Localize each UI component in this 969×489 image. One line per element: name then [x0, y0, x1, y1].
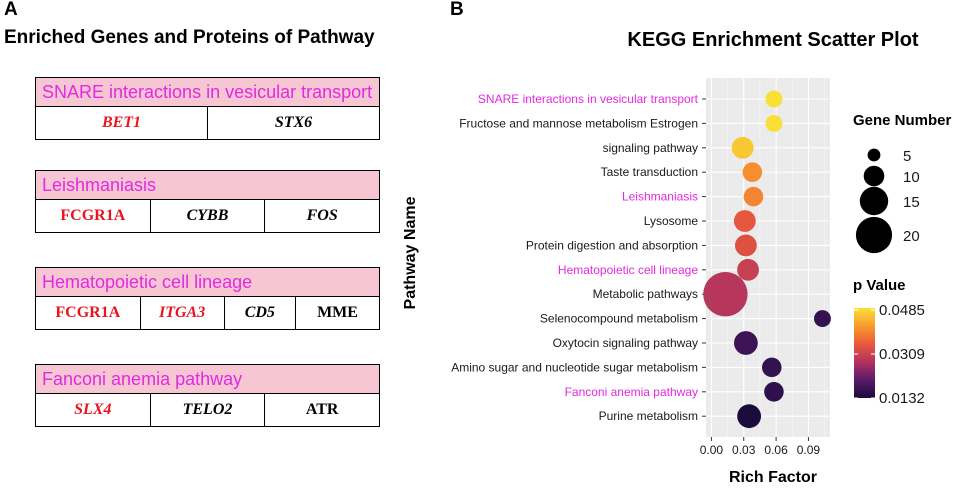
chart-title: KEGG Enrichment Scatter Plot	[627, 29, 919, 51]
size-legend-circle	[867, 148, 881, 162]
gene-cell: STX6	[207, 107, 379, 139]
y-tick-label: Leishmaniasis	[622, 190, 698, 204]
x-tick-label: 0.00	[700, 443, 724, 457]
data-point	[733, 210, 756, 232]
color-bar	[854, 308, 875, 398]
data-point	[734, 331, 758, 355]
y-tick-label: Oxytocin signaling pathway	[553, 336, 698, 350]
y-tick-label: SNARE interactions in vesicular transpor…	[478, 92, 699, 106]
gene-cell: ATR	[264, 394, 379, 426]
color-legend-label: 0.0132	[879, 390, 925, 407]
size-legend-circle	[863, 165, 885, 187]
gene-row: FCGR1A CYBB FOS	[35, 200, 380, 233]
y-tick-label: Protein digestion and absorption	[526, 238, 698, 252]
gene-cell: BET1	[101, 114, 142, 131]
y-tick-label: Metabolic pathways	[593, 287, 698, 301]
gene-row: SLX4 TELO2 ATR	[35, 394, 380, 427]
color-legend-title: p Value	[853, 277, 906, 294]
size-legend-circle	[859, 186, 889, 216]
data-point	[761, 357, 782, 378]
y-tick-label: signaling pathway	[603, 141, 698, 155]
gene-cell: CD5	[223, 297, 295, 329]
pathway-card: Hematopoietic cell lineage FCGR1A ITGA3 …	[35, 267, 380, 330]
pathway-name: SNARE interactions in vesicular transpor…	[35, 77, 380, 107]
x-tick-label: 0.03	[732, 443, 756, 457]
y-tick-label: Selenocompound metabolism	[540, 312, 698, 326]
data-point	[765, 90, 783, 108]
gene-row: BET1 STX6	[35, 107, 380, 140]
gene-cell: MME	[295, 297, 379, 329]
pathway-name: Fanconi anemia pathway	[35, 364, 380, 394]
panel-a-letter: A	[4, 0, 18, 20]
gene-cell: FOS	[264, 200, 379, 232]
size-legend-label: 15	[903, 194, 920, 211]
data-point	[703, 272, 748, 317]
pathway-card: Fanconi anemia pathway SLX4 TELO2 ATR	[35, 364, 380, 427]
pathway-name: Hematopoietic cell lineage	[35, 267, 380, 297]
color-legend-label: 0.0309	[879, 346, 925, 363]
x-tick-label: 0.09	[797, 443, 821, 457]
size-legend-title: Gene Number	[853, 112, 952, 129]
y-axis-label: Pathway Name	[402, 196, 419, 309]
gene-cell: ITGA3	[139, 297, 224, 329]
y-tick-label: Amino sugar and nucleotide sugar metabol…	[451, 360, 698, 374]
data-point	[764, 382, 784, 402]
gene-cell: FCGR1A	[60, 207, 126, 224]
data-point	[737, 404, 762, 429]
pathway-name: Leishmaniasis	[35, 170, 380, 200]
pathway-card: Leishmaniasis FCGR1A CYBB FOS	[35, 170, 380, 233]
y-tick-label: Hematopoietic cell lineage	[558, 263, 698, 277]
y-tick-label: Lysosome	[644, 214, 699, 228]
data-point	[765, 114, 783, 132]
data-point	[742, 162, 763, 182]
size-legend-circle	[855, 216, 893, 254]
y-tick-label: Fanconi anemia pathway	[565, 385, 698, 399]
plot-background	[706, 78, 830, 437]
y-tick-label: Fructose and mannose metabolism Estrogen	[459, 116, 698, 130]
x-tick-label: 0.06	[764, 443, 788, 457]
panel-b-letter: B	[450, 0, 464, 20]
y-tick-label: Purine metabolism	[599, 409, 698, 423]
gene-cell: TELO2	[149, 394, 265, 426]
data-point	[743, 186, 764, 207]
gene-cell: FCGR1A	[55, 304, 121, 321]
y-tick-label: Taste transduction	[601, 165, 698, 179]
gene-cell: SLX4	[74, 401, 112, 418]
size-legend-label: 20	[903, 228, 920, 245]
x-axis-label: Rich Factor	[729, 469, 817, 484]
size-legend-label: 10	[903, 169, 920, 186]
color-legend-label: 0.0485	[879, 302, 925, 319]
data-point	[734, 234, 757, 257]
pathway-card: SNARE interactions in vesicular transpor…	[35, 77, 380, 140]
panel-a-title: Enriched Genes and Proteins of Pathway	[4, 27, 375, 48]
data-point	[814, 310, 831, 328]
size-legend-label: 5	[903, 148, 911, 165]
gene-row: FCGR1A ITGA3 CD5 MME	[35, 297, 380, 330]
data-point	[737, 258, 759, 281]
data-point	[731, 136, 754, 159]
gene-cell: CYBB	[149, 200, 265, 232]
